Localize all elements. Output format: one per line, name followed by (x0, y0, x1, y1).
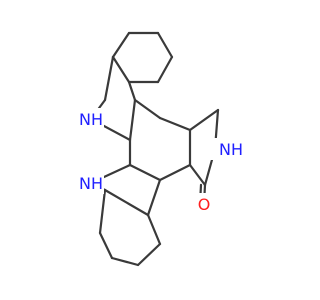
bond-d3-d4 (110, 256, 140, 267)
bond-a6-a1 (111, 55, 131, 84)
atom-label-nh-lactam: NH (219, 140, 243, 159)
bond-b1-d2 (98, 188, 107, 235)
atom-label-bg (205, 138, 241, 160)
bond-a8-c1 (133, 98, 162, 120)
bond-a6-a8 (127, 80, 137, 102)
bond-l3-c5 (188, 163, 207, 187)
bond-d4-d5 (136, 242, 162, 267)
bond-c1-c6 (158, 116, 192, 132)
bond-a1-a2 (111, 31, 131, 59)
atom-label-bg (195, 193, 213, 215)
atom-label-bg (78, 108, 104, 130)
bond-c6-l1 (188, 108, 220, 132)
bond-c5-c4 (158, 163, 192, 182)
bond-d2-d3 (98, 231, 114, 260)
bond-c4-c3 (128, 163, 162, 182)
atom-label-bg (78, 172, 104, 194)
atom-label-nh-lower: NH (79, 174, 103, 193)
molecule-structure: NH NH NH O (78, 31, 243, 267)
bond-layer (89, 31, 220, 267)
bond-c2-a8 (128, 98, 137, 142)
atom-label-nh-upper: NH (79, 110, 103, 129)
atom-label-oxygen: O (198, 195, 211, 214)
bond-d6-c4 (146, 178, 162, 217)
bond-a1-a7 (103, 55, 115, 102)
bond-d5-d6 (146, 213, 162, 246)
bond-a3-a4 (156, 31, 174, 59)
atom-label-layer: NH NH NH O (78, 108, 243, 215)
bond-a4-a5 (156, 55, 174, 84)
bond-b1-d6 (103, 188, 150, 217)
molecule-canvas: NH NH NH O (78, 31, 243, 267)
